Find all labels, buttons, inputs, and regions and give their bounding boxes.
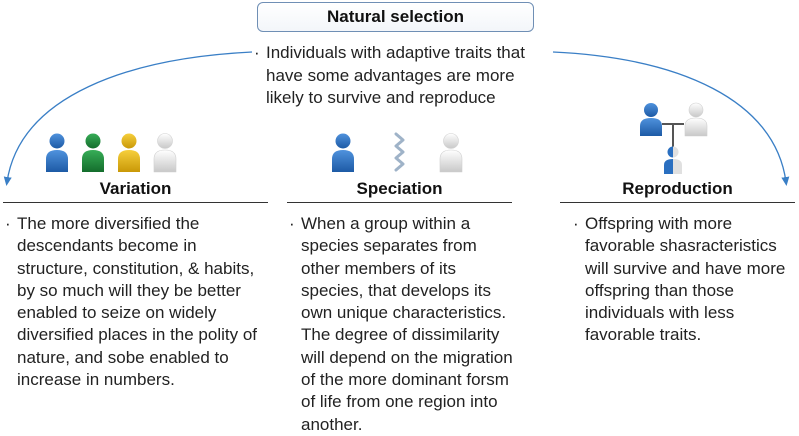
- bullet: ·: [289, 214, 295, 233]
- left-arc-arrow: [3, 51, 253, 186]
- reproduction-description: · Offspring with more favorable shasract…: [573, 213, 799, 347]
- variation-description: · The more diversified the descendants b…: [5, 213, 260, 391]
- person-white-icon: [439, 133, 463, 173]
- variation-icons: [46, 133, 177, 173]
- bullet: ·: [5, 214, 11, 233]
- reproduction-text: Offspring with more favorable shasracter…: [585, 214, 786, 345]
- zigzag-separator-icon: [394, 132, 405, 172]
- speciation-description: · When a group within a species separate…: [289, 213, 515, 436]
- title-box: Natural selection: [257, 2, 534, 32]
- person-blue-icon: [332, 133, 354, 172]
- natural-selection-diagram: Natural selection · Individuals with ada…: [3, 2, 799, 434]
- right-arc-arrow: [552, 51, 790, 186]
- family-tree-lines-icon: [662, 123, 684, 150]
- variation-underline: [3, 202, 268, 203]
- variation-title: Variation: [99, 179, 172, 198]
- speciation-title: Speciation: [356, 179, 443, 198]
- arcs-layer: [3, 51, 790, 186]
- main-description: · Individuals with adaptive traits that …: [254, 42, 554, 110]
- title-text: Natural selection: [327, 7, 464, 26]
- speciation-underline: [287, 202, 512, 203]
- bullet: ·: [573, 214, 579, 233]
- person-blue-icon: [640, 103, 662, 136]
- person-white-icon: [684, 102, 708, 137]
- reproduction-icons: [640, 102, 708, 174]
- person-yellow-icon: [118, 133, 140, 172]
- person-blue-icon: [46, 133, 68, 172]
- reproduction-underline: [560, 202, 795, 203]
- variation-text: The more diversified the descendants bec…: [17, 214, 258, 390]
- reproduction-title: Reproduction: [622, 179, 733, 198]
- speciation-text: When a group within a species separates …: [301, 214, 513, 434]
- person-child-icon: [664, 146, 682, 174]
- speciation-icons: [332, 132, 463, 173]
- bullet: ·: [254, 43, 260, 62]
- person-green-icon: [82, 133, 104, 172]
- main-description-text: Individuals with adaptive traits that ha…: [266, 43, 525, 107]
- person-white-icon: [153, 133, 177, 173]
